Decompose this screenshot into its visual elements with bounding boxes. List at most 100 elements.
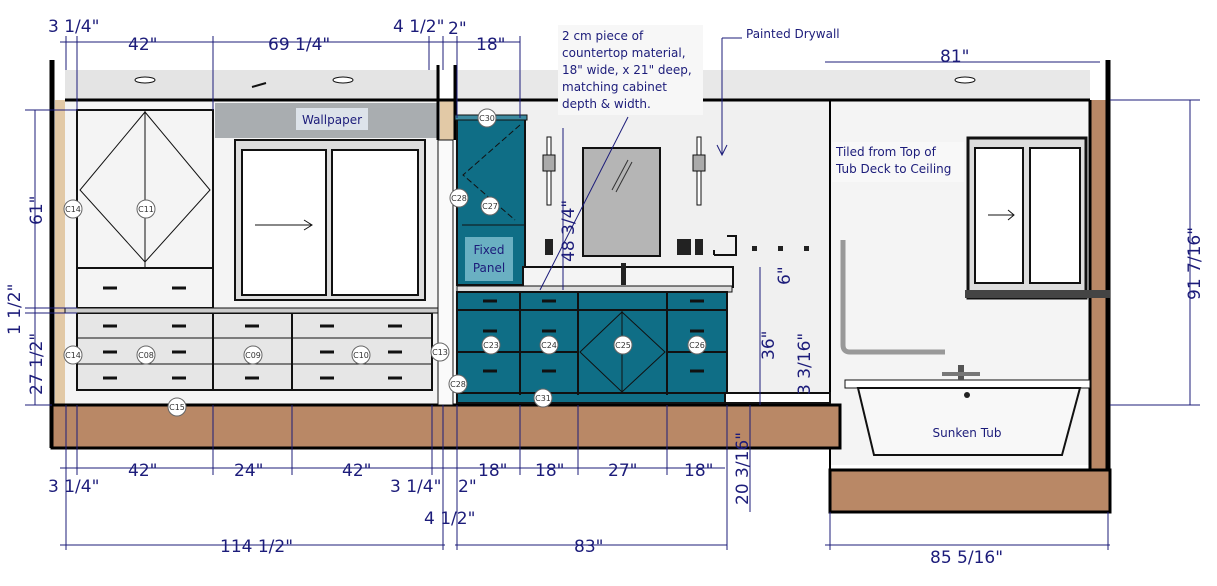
svg-text:18": 18"	[476, 35, 505, 55]
svg-text:depth & width.: depth & width.	[562, 97, 651, 111]
svg-text:C23: C23	[483, 341, 499, 350]
svg-text:20 3/16": 20 3/16"	[733, 432, 753, 505]
svg-text:27": 27"	[608, 461, 637, 481]
svg-text:3 1/4": 3 1/4"	[48, 477, 99, 497]
svg-text:42": 42"	[128, 461, 157, 481]
tub-label: Sunken Tub	[933, 426, 1002, 440]
cabinet-tag: C30	[477, 108, 497, 128]
svg-text:6": 6"	[775, 266, 795, 285]
svg-text:C27: C27	[482, 202, 498, 211]
cabinet-tag: C14	[63, 199, 83, 219]
svg-text:C28: C28	[451, 194, 467, 203]
svg-text:48 3/4": 48 3/4"	[559, 200, 579, 262]
cabinet-tag: C25	[613, 335, 633, 355]
svg-text:18": 18"	[684, 461, 713, 481]
wall-sconce-icon	[692, 136, 706, 206]
cabinet-tag: C28	[449, 188, 469, 208]
top-dimensions: 3 1/4" 42" 69 1/4" 4 1/2" 2" 18" 81"	[48, 17, 969, 67]
faucet-icon	[621, 263, 626, 285]
towel-hook-icon	[713, 235, 737, 256]
ceiling-left	[65, 70, 440, 100]
svg-text:C15: C15	[169, 403, 185, 412]
recessed-light-icon	[954, 76, 976, 84]
countertop-note: 2 cm piece of	[562, 29, 644, 43]
recessed-light-icon	[134, 76, 156, 84]
svg-text:Tub Deck to Ceiling: Tub Deck to Ceiling	[835, 162, 951, 176]
svg-text:C14: C14	[65, 205, 81, 214]
svg-text:1 1/2": 1 1/2"	[5, 284, 25, 335]
svg-text:2": 2"	[448, 19, 467, 39]
dimension-lines	[25, 36, 1200, 550]
cabinet-tag: C09	[243, 345, 263, 365]
backsplash	[522, 266, 734, 288]
sunken-floor-slab	[828, 468, 1112, 514]
mirror	[582, 147, 661, 257]
svg-text:85 5/16": 85 5/16"	[930, 548, 1003, 568]
cabinet-tag: C31	[533, 388, 553, 408]
recessed-light-icon	[332, 76, 354, 84]
cabinet-tag: C10	[351, 345, 371, 365]
svg-text:C13: C13	[432, 348, 448, 357]
svg-text:4 1/2": 4 1/2"	[393, 17, 444, 37]
wall-trim-left	[55, 100, 65, 405]
svg-text:C31: C31	[535, 394, 551, 403]
svg-text:C08: C08	[138, 351, 154, 360]
window-left	[234, 139, 426, 301]
svg-text:C30: C30	[479, 114, 495, 123]
cabinet-tag: C23	[481, 335, 501, 355]
svg-text:36": 36"	[759, 331, 779, 360]
vertical-dimensions: 61" 1 1/2" 27 1/2" 48 3/4" 6" 36" 3 3/16…	[5, 196, 1205, 505]
wall-right	[1090, 100, 1108, 470]
cabinet-tag: C28	[448, 374, 468, 394]
svg-text:42": 42"	[342, 461, 371, 481]
cabinet-tag: C11	[136, 199, 156, 219]
svg-text:42": 42"	[128, 35, 157, 55]
cabinet-tag: C24	[539, 335, 559, 355]
cabinet-tag: C27	[480, 196, 500, 216]
svg-text:C09: C09	[245, 351, 261, 360]
ceiling-fan-icon	[251, 82, 267, 88]
cabinet-tag: C08	[136, 345, 156, 365]
tile-note: Tiled from Top of	[835, 145, 937, 159]
svg-text:24": 24"	[234, 461, 263, 481]
wallpaper-note: Wallpaper	[302, 113, 362, 127]
bottom-dimensions: 3 1/4" 42" 24" 42" 3 1/4" 2" 4 1/2" 18" …	[48, 461, 1003, 568]
svg-text:Panel: Panel	[473, 261, 505, 275]
svg-text:C28: C28	[450, 380, 466, 389]
ceiling-right	[455, 70, 1090, 100]
svg-text:81": 81"	[940, 47, 969, 67]
cabinet-tag: C26	[687, 335, 707, 355]
vanity	[456, 263, 734, 404]
wall-sconce-icon	[542, 136, 556, 206]
svg-text:4 1/2": 4 1/2"	[424, 509, 475, 529]
drywall-note: Painted Drywall	[746, 27, 840, 41]
svg-text:18" wide, x 21" deep,: 18" wide, x 21" deep,	[562, 63, 692, 77]
svg-text:matching cabinet: matching cabinet	[562, 80, 667, 94]
svg-text:69 1/4": 69 1/4"	[268, 35, 330, 55]
svg-text:3 3/16": 3 3/16"	[795, 333, 815, 395]
svg-text:91 7/16": 91 7/16"	[1185, 227, 1205, 300]
wall-partition	[440, 100, 455, 140]
svg-text:18": 18"	[535, 461, 564, 481]
svg-text:27 1/2": 27 1/2"	[27, 333, 47, 395]
sunken-tub: Sunken Tub	[844, 365, 1091, 456]
svg-text:3 1/4": 3 1/4"	[48, 17, 99, 37]
svg-text:C24: C24	[541, 341, 557, 350]
cabinet-tag: C13	[430, 342, 450, 362]
svg-text:2": 2"	[458, 477, 477, 497]
svg-text:114 1/2": 114 1/2"	[220, 537, 293, 557]
tub-deck-step	[724, 392, 831, 404]
fixed-panel-label: Fixed	[473, 243, 504, 257]
cabinet-tag: C15	[167, 397, 187, 417]
grab-bar	[840, 240, 945, 355]
svg-text:countertop material,: countertop material,	[562, 46, 686, 60]
outlet-icon	[545, 239, 809, 255]
svg-text:83": 83"	[574, 537, 603, 557]
svg-text:3 1/4": 3 1/4"	[390, 477, 441, 497]
svg-text:C14: C14	[65, 351, 81, 360]
svg-text:18": 18"	[478, 461, 507, 481]
svg-text:C25: C25	[615, 341, 631, 350]
svg-text:61": 61"	[27, 196, 47, 225]
svg-text:C10: C10	[353, 351, 369, 360]
